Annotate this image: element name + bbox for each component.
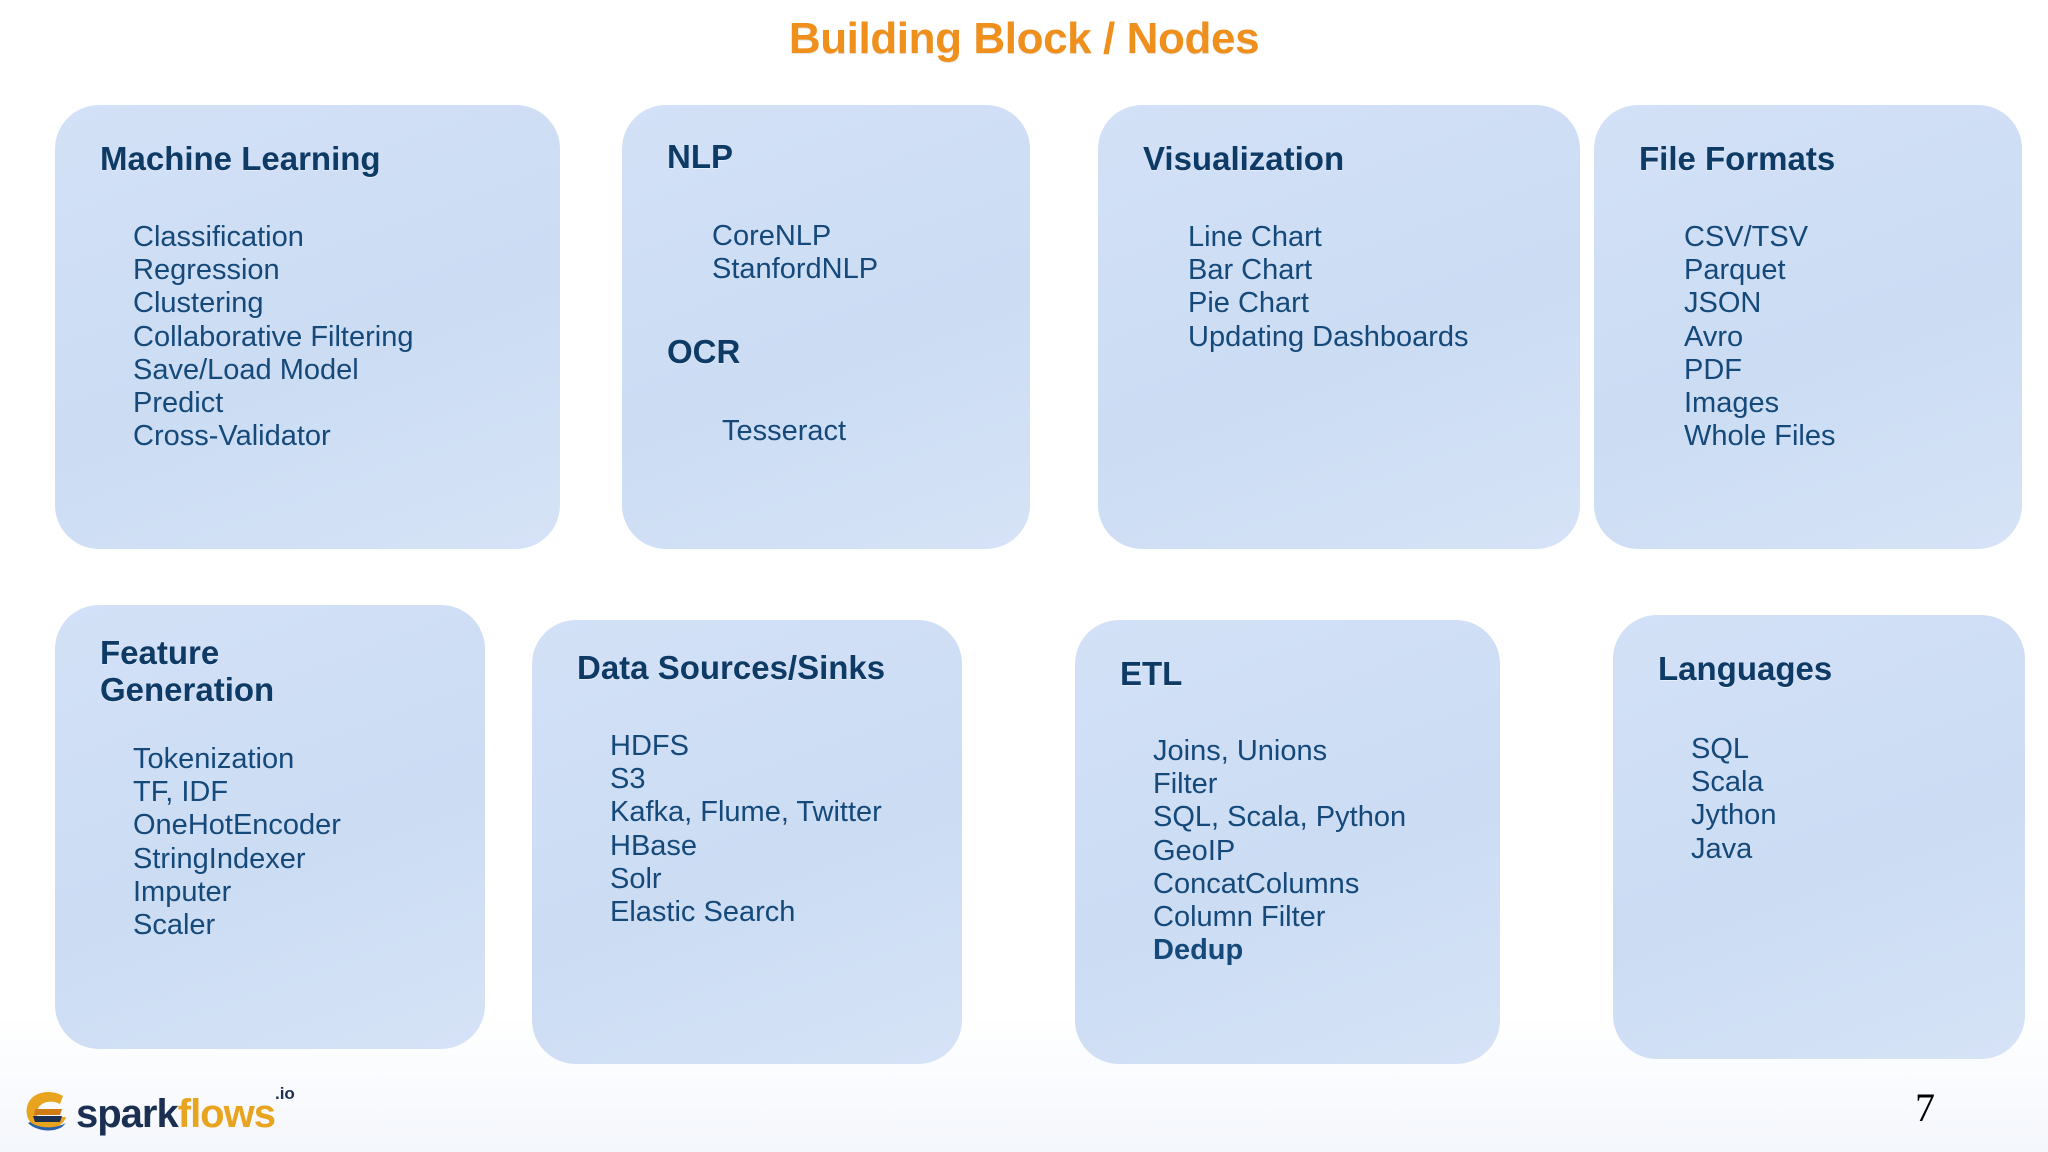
list-item: Collaborative Filtering bbox=[133, 320, 414, 353]
list-item: TF, IDF bbox=[133, 776, 229, 809]
list-item: SQL bbox=[1691, 733, 1750, 765]
list-item: GeoIP bbox=[1153, 834, 1236, 867]
card-heading: NLP bbox=[667, 138, 733, 175]
list-item: HBase bbox=[610, 829, 698, 862]
list-item: Whole Files bbox=[1684, 420, 1836, 453]
list-item: S3 bbox=[610, 763, 646, 796]
list-item: CoreNLP bbox=[712, 220, 832, 252]
sparkflows-logo: sparkflows .io bbox=[22, 1084, 297, 1140]
card-heading: ETL bbox=[1120, 655, 1183, 692]
logo-word-spark: spark bbox=[76, 1092, 179, 1136]
list-item: Cross-Validator bbox=[133, 420, 331, 453]
page-number: 7 bbox=[1915, 1085, 1935, 1130]
card-heading: File Formats bbox=[1639, 140, 1836, 177]
list-item: Elastic Search bbox=[610, 895, 796, 928]
list-item: Solr bbox=[610, 862, 662, 895]
card-heading: Machine Learning bbox=[100, 140, 381, 177]
card-subheading-ocr: OCR bbox=[667, 333, 741, 370]
list-item: Joins, Unions bbox=[1153, 735, 1328, 767]
sparkflows-swoosh-icon bbox=[22, 1087, 74, 1137]
logo-wordmark: sparkflows bbox=[76, 1092, 276, 1136]
list-item: StanfordNLP bbox=[712, 253, 879, 286]
logo-tld: .io bbox=[274, 1084, 295, 1103]
list-item: Bar Chart bbox=[1188, 254, 1313, 287]
list-item: Dedup bbox=[1153, 934, 1244, 967]
logo-word-flows: flows bbox=[177, 1092, 276, 1136]
list-item: Predict bbox=[133, 386, 224, 419]
list-item: Images bbox=[1684, 386, 1780, 419]
list-item: SQL, Scala, Python bbox=[1153, 801, 1407, 834]
list-item: CSV/TSV bbox=[1684, 221, 1809, 253]
list-item: Imputer bbox=[133, 875, 232, 908]
list-item: Tokenization bbox=[133, 743, 295, 775]
list-item: OneHotEncoder bbox=[133, 809, 341, 842]
list-item: Updating Dashboards bbox=[1188, 320, 1469, 353]
list-item: Jython bbox=[1691, 799, 1777, 832]
card-subitem-list: Tesseract bbox=[722, 415, 846, 448]
list-item: Clustering bbox=[133, 287, 264, 320]
list-item: HDFS bbox=[610, 730, 689, 762]
list-item: Parquet bbox=[1684, 254, 1786, 287]
list-item: Save/Load Model bbox=[133, 353, 359, 386]
list-item: Column Filter bbox=[1153, 900, 1326, 933]
card-heading: Languages bbox=[1658, 650, 1833, 687]
list-item: Scala bbox=[1691, 766, 1764, 799]
list-item: Kafka, Flume, Twitter bbox=[610, 796, 882, 829]
card-heading: Data Sources/Sinks bbox=[577, 649, 886, 686]
list-item: PDF bbox=[1684, 353, 1742, 386]
list-item: Tesseract bbox=[722, 415, 847, 447]
list-item: Scaler bbox=[133, 908, 216, 941]
list-item: ConcatColumns bbox=[1153, 867, 1360, 900]
list-item: Classification bbox=[133, 221, 304, 253]
page-title: Building Block / Nodes bbox=[788, 14, 1260, 63]
list-item: Line Chart bbox=[1188, 221, 1322, 253]
list-item: StringIndexer bbox=[133, 842, 306, 875]
list-item: Avro bbox=[1684, 320, 1744, 353]
card-heading: Feature Generation bbox=[100, 634, 275, 708]
list-item: Pie Chart bbox=[1188, 287, 1309, 320]
list-item: JSON bbox=[1684, 287, 1762, 320]
card-heading: Visualization bbox=[1143, 140, 1345, 177]
list-item: Java bbox=[1691, 832, 1753, 865]
list-item: Filter bbox=[1153, 768, 1218, 801]
list-item: Regression bbox=[133, 254, 280, 287]
